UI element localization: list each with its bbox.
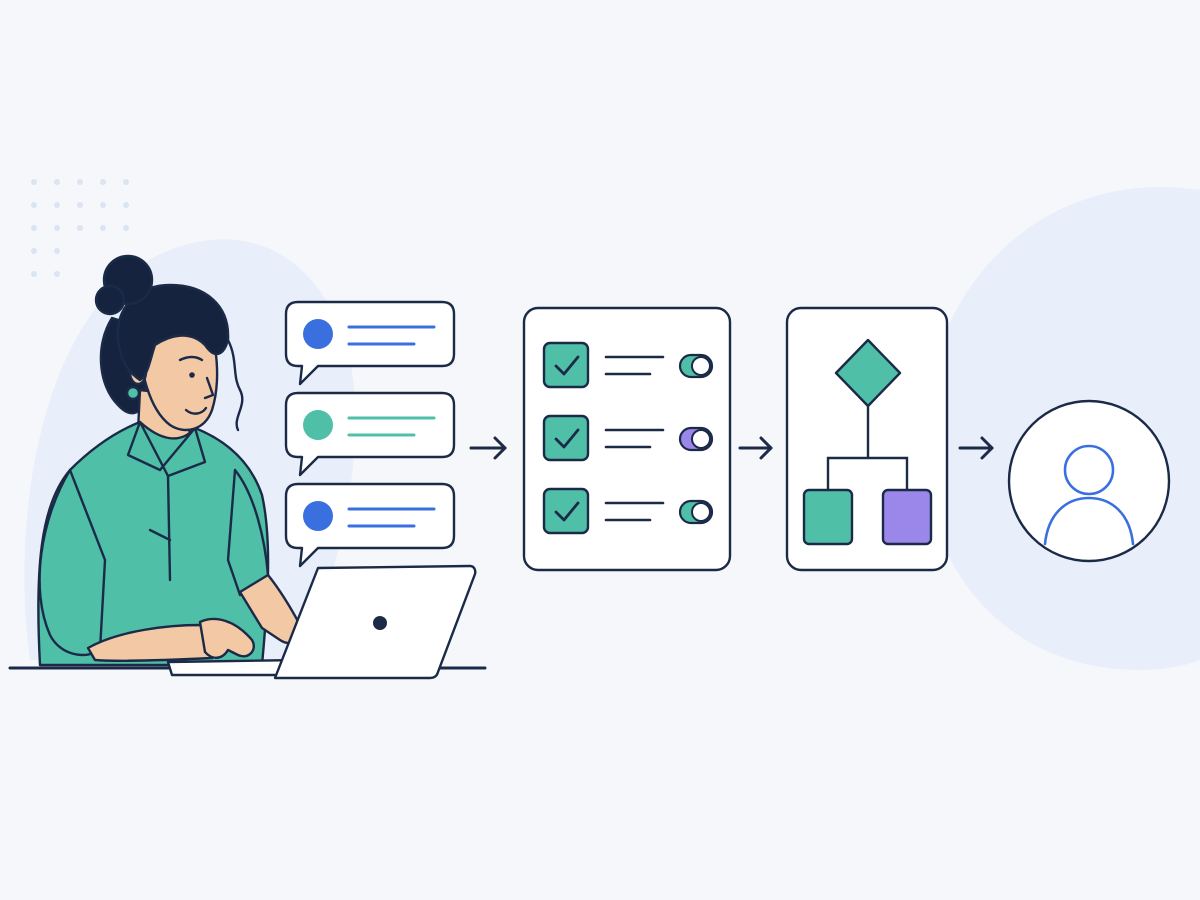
branch-box-icon (881, 488, 933, 546)
laptop-logo-icon (373, 616, 387, 630)
checklist-row (542, 341, 714, 389)
bubble-avatar-dot (303, 501, 333, 531)
grid-dot (31, 225, 37, 231)
bubble-avatar-dot (303, 319, 333, 349)
shirt-placket (148, 474, 172, 582)
grid-dot (31, 202, 37, 208)
grid-dot (54, 179, 60, 185)
grid-dot (123, 225, 129, 231)
grid-dot (54, 202, 60, 208)
decision-flow-card (785, 306, 949, 572)
grid-dot (54, 248, 60, 254)
decorative-dot-grid (31, 179, 129, 277)
woman-with-laptop-illustration (8, 254, 487, 680)
grid-dot (123, 179, 129, 185)
arrow-right-icon (469, 436, 507, 460)
hair-front (116, 283, 230, 382)
checklist-row (542, 414, 714, 462)
branch-box-icon (802, 488, 854, 546)
grid-dot (100, 179, 106, 185)
branch-connector-lines (826, 406, 909, 490)
grid-dot (31, 271, 37, 277)
grid-dot (100, 202, 106, 208)
eye (189, 372, 195, 378)
chat-bubble-icon (284, 300, 456, 386)
checkbox-checked-icon (542, 487, 590, 535)
checkbox-checked-icon (542, 341, 590, 389)
eyebrow (178, 355, 204, 362)
left-arm-sleeve (38, 468, 107, 657)
checklist-card (522, 306, 732, 572)
message-bubbles-stage (284, 300, 456, 568)
user-avatar-stage (1007, 399, 1171, 563)
bubble-avatar-dot (303, 410, 333, 440)
grid-dot (77, 202, 83, 208)
arrow-right-icon (738, 436, 773, 460)
flow-branch-boxes (802, 488, 933, 546)
grid-dot (54, 225, 60, 231)
grid-dot (31, 179, 37, 185)
grid-dot (100, 225, 106, 231)
smile (184, 406, 208, 415)
chat-bubble-icon (284, 482, 456, 568)
earring (125, 385, 141, 401)
arrow-right-icon (958, 436, 994, 460)
grid-dot (123, 202, 129, 208)
checklist-rows (542, 341, 714, 535)
toggle-icon (678, 426, 714, 452)
flow-arrows (469, 436, 994, 460)
hair-curls (226, 338, 244, 432)
user-avatar-icon (1043, 444, 1135, 546)
hair-bun-small (94, 284, 126, 316)
grid-dot (77, 179, 83, 185)
toggle-icon (678, 353, 714, 379)
grid-dot (54, 271, 60, 277)
grid-dot (31, 248, 37, 254)
checkbox-checked-icon (542, 414, 590, 462)
grid-dot (77, 225, 83, 231)
chat-bubble-icon (284, 391, 456, 477)
checklist-row (542, 487, 714, 535)
nose (203, 376, 215, 400)
left-hand (198, 617, 255, 659)
toggle-icon (678, 499, 714, 525)
